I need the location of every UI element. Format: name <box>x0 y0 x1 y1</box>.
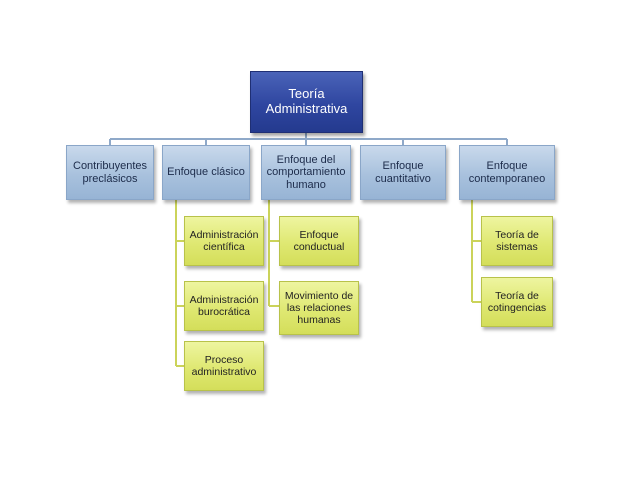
leaf-administracion-cientifica: Administración científica <box>184 216 264 266</box>
category-enfoque-clasico: Enfoque clásico <box>162 145 250 200</box>
category-enfoque-comportamiento-humano: Enfoque del comportamiento humano <box>261 145 351 200</box>
root-node: Teoría Administrativa <box>250 71 363 133</box>
leaf-enfoque-conductual: Enfoque conductual <box>279 216 359 266</box>
leaf-movimiento-relaciones-humanas: Movimiento de las relaciones humanas <box>279 281 359 335</box>
category-enfoque-contemporaneo: Enfoque contemporaneo <box>459 145 555 200</box>
category-contribuyentes-preclasicos: Contribuyentes preclásicos <box>66 145 154 200</box>
leaf-administracion-burocratica: Administración burocrática <box>184 281 264 331</box>
leaf-proceso-administrativo: Proceso administrativo <box>184 341 264 391</box>
category-enfoque-cuantitativo: Enfoque cuantitativo <box>360 145 446 200</box>
leaf-teoria-cotingencias: Teoría de cotingencias <box>481 277 553 327</box>
leaf-teoria-sistemas: Teoría de sistemas <box>481 216 553 266</box>
